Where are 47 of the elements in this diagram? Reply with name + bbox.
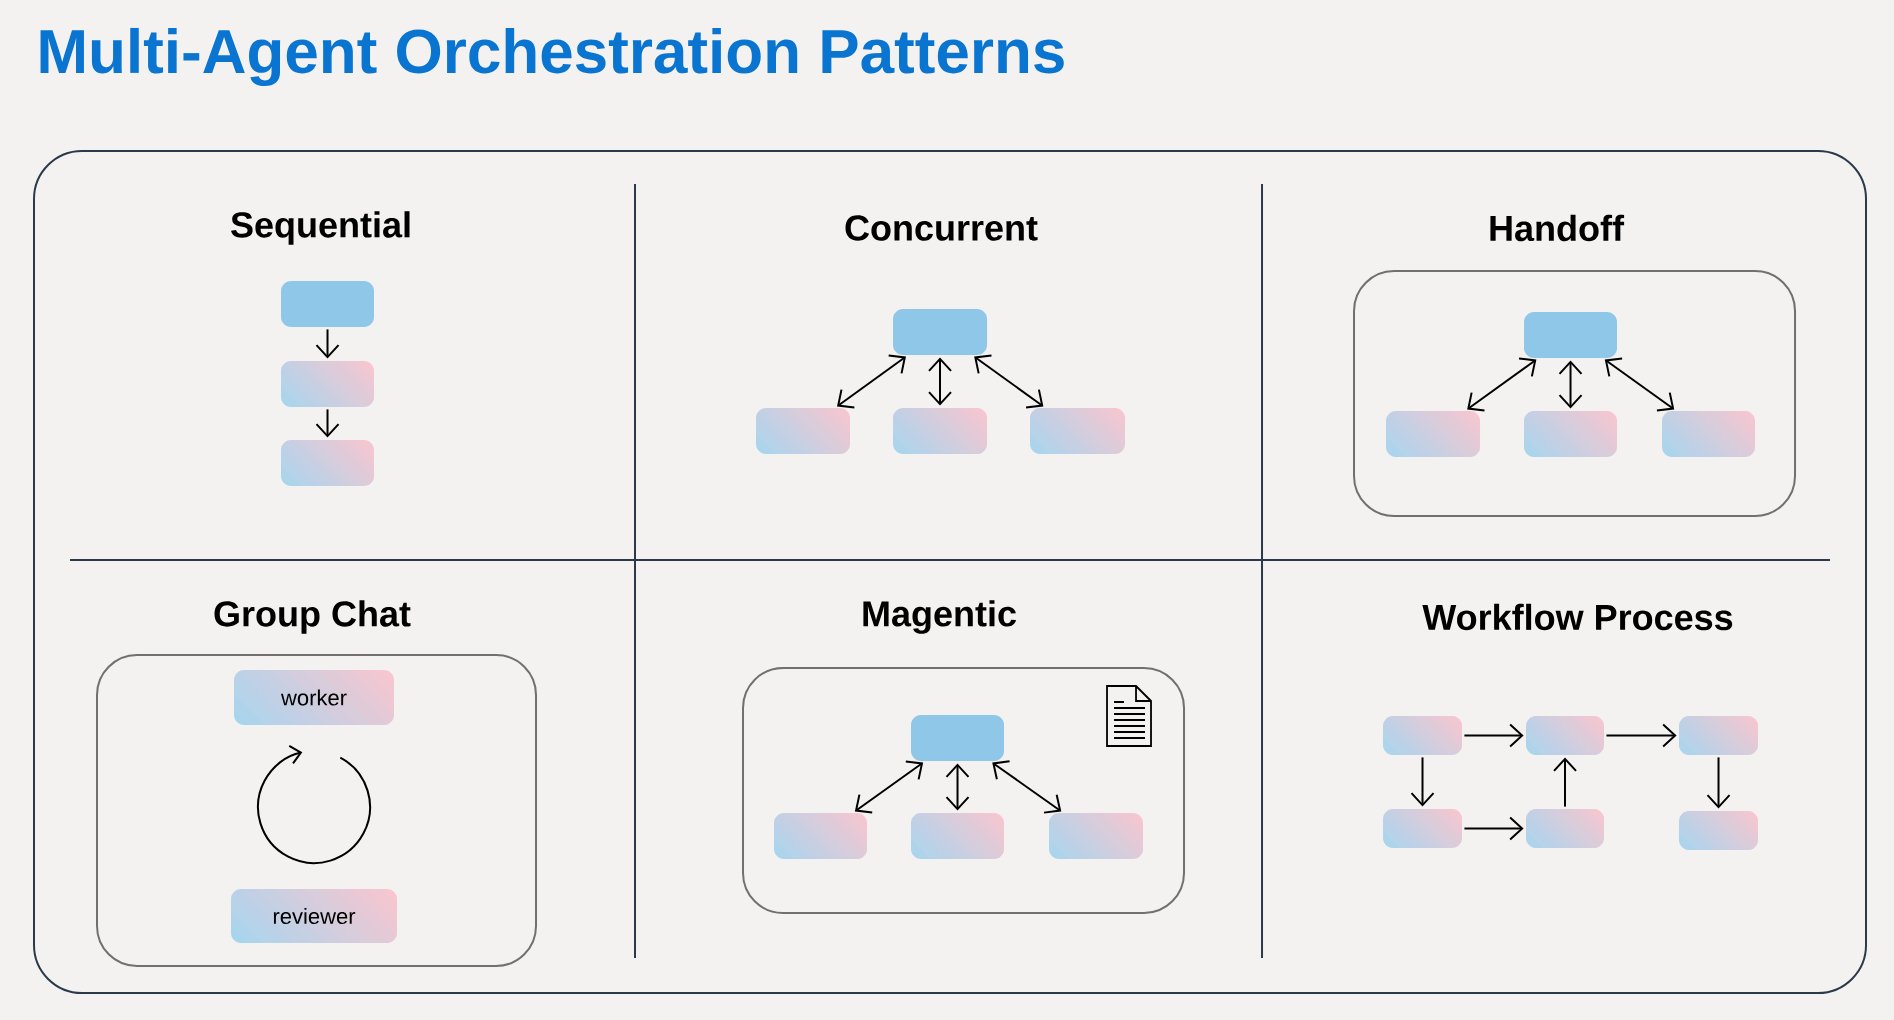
arrow (315, 408, 340, 438)
agent-box (281, 440, 374, 486)
arrow (1605, 723, 1677, 748)
arrow (1558, 360, 1583, 409)
agent-box (911, 715, 1004, 761)
page-title: Multi-Agent Orchestration Patterns (40, 27, 1064, 87)
arrow (1463, 816, 1524, 841)
agent-box (281, 361, 374, 407)
agent-box (1049, 813, 1143, 859)
agent-box (1526, 716, 1604, 755)
agent-box (1524, 312, 1617, 358)
section-title: Sequential (231, 211, 410, 245)
section-title: Group Chat (214, 600, 411, 634)
agent-box (774, 813, 867, 859)
arrow (1706, 756, 1731, 809)
agent-box (893, 309, 987, 355)
agent-box (1524, 411, 1617, 457)
section-title: Magentic (863, 600, 1016, 634)
section-title: Workflow Process (1422, 603, 1733, 631)
arrow (945, 763, 970, 811)
agent-box (1526, 809, 1604, 848)
agent-box (756, 408, 850, 454)
arrow (1463, 723, 1524, 748)
agent-box (1679, 716, 1758, 755)
agent-box (1662, 411, 1755, 457)
arrow (854, 760, 924, 814)
section-title: Handoff (1490, 214, 1625, 242)
section-title: Concurrent (845, 215, 1038, 241)
agent-box (1383, 716, 1462, 755)
agent-box: reviewer (231, 889, 397, 943)
arrow (992, 760, 1062, 814)
agent-box (1383, 809, 1462, 848)
agent-box (1030, 408, 1125, 454)
agent-box (281, 281, 374, 327)
agent-box (911, 813, 1004, 859)
arrow (1467, 357, 1537, 412)
agent-box (1386, 411, 1480, 457)
arrow (974, 354, 1044, 409)
arrow (837, 354, 906, 409)
arrow (1410, 756, 1435, 807)
arrow (315, 328, 340, 359)
agent-box (893, 408, 987, 454)
agent-box: worker (234, 670, 394, 725)
arrow (928, 357, 952, 406)
arrow (1553, 757, 1577, 808)
agent-box (1679, 811, 1758, 850)
arrow (1604, 357, 1675, 412)
